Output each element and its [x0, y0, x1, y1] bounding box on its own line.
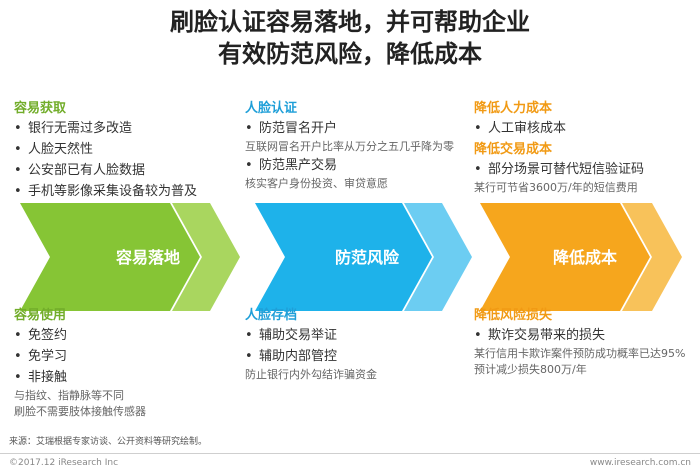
note-text: 刷脸不需要肢体接触传感器 [14, 405, 146, 418]
arrow-label-risk-prevention: 防范风险 [335, 248, 400, 267]
column-easy-use: 容易使用 •免签约 •免学习 •非接触 与指纹、指静脉等不同 刷脸不需要肢体接触… [14, 307, 239, 420]
arrow-green [20, 203, 200, 311]
page-title-line1: 刷脸认证容易落地，并可帮助企业 [170, 8, 530, 36]
list-item: •公安部已有人脸数据 [14, 163, 146, 178]
heading-face-archive: 人脸存档 [245, 308, 298, 323]
note-text: 与指纹、指静脉等不同 [14, 389, 124, 402]
heading-easy-use: 容易使用 [14, 308, 67, 323]
note-text: 某行可节省3600万/年的短信费用 [474, 181, 638, 194]
footer-divider [0, 453, 700, 454]
arrow-orange [480, 203, 650, 311]
source-note: 来源：艾瑞根据专家访谈、公开资料等研究绘制。 [9, 437, 208, 447]
copyright-text: ©2017.12 iResearch Inc [9, 458, 119, 468]
heading-face-auth: 人脸认证 [245, 101, 298, 116]
list-item: •欺诈交易带来的损失 [474, 328, 606, 343]
column-face-archive: 人脸存档 •辅助交易举证 •辅助内部管控 防止银行内外勾结诈骗资金 [245, 307, 470, 383]
note-text: 预计减少损失800万/年 [474, 363, 587, 376]
page-title-line2: 有效防范风险，降低成本 [218, 40, 482, 68]
note-text: 防止银行内外勾结诈骗资金 [245, 368, 377, 381]
heading-reduce-labor-cost: 降低人力成本 [474, 101, 553, 116]
arrow-orange-chevron [622, 203, 682, 311]
list-item: •部分场景可替代短信验证码 [474, 162, 645, 177]
column-reduce-risk-loss: 降低风险损失 •欺诈交易带来的损失 某行信用卡欺诈案件预防成功概率已达95% 预… [474, 307, 699, 378]
column-easy-access: 容易获取 •银行无需过多改造 •人脸天然性 •公安部已有人脸数据 •手机等影像采… [14, 100, 239, 202]
arrow-label-cost-reduction: 降低成本 [553, 248, 617, 267]
list-item: •人工审核成本 [474, 121, 567, 136]
column-face-auth: 人脸认证 •防范冒名开户 互联网冒名开户比率从万分之五几乎降为零 •防范黑产交易… [245, 100, 470, 192]
arrow-green-chevron [172, 203, 240, 311]
website-link[interactable]: www.iresearch.com.cn [589, 458, 691, 468]
heading-reduce-transaction-cost: 降低交易成本 [474, 142, 553, 157]
list-item: •非接触 [14, 370, 68, 385]
heading-reduce-risk-loss: 降低风险损失 [474, 308, 553, 323]
list-item: •防范冒名开户 [245, 121, 338, 136]
note-text: 互联网冒名开户比率从万分之五几乎降为零 [245, 140, 454, 153]
note-text: 核实客户身份投资、审贷意愿 [245, 177, 388, 190]
arrow-blue-chevron [404, 203, 472, 311]
list-item: •手机等影像采集设备较为普及 [14, 184, 198, 199]
column-reduce-cost: 降低人力成本 •人工审核成本 降低交易成本 •部分场景可替代短信验证码 某行可节… [474, 100, 699, 196]
list-item: •人脸天然性 [14, 142, 94, 157]
list-item: •防范黑产交易 [245, 158, 338, 173]
heading-easy-access: 容易获取 [14, 101, 67, 116]
note-text: 某行信用卡欺诈案件预防成功概率已达95% [474, 347, 686, 360]
list-item: •银行无需过多改造 [14, 121, 133, 136]
list-item: •辅助交易举证 [245, 328, 338, 343]
list-item: •免学习 [14, 349, 68, 364]
list-item: •免签约 [14, 328, 68, 343]
arrow-label-easy-landing: 容易落地 [115, 248, 180, 267]
arrow-blue [255, 203, 432, 311]
list-item: •辅助内部管控 [245, 349, 338, 364]
